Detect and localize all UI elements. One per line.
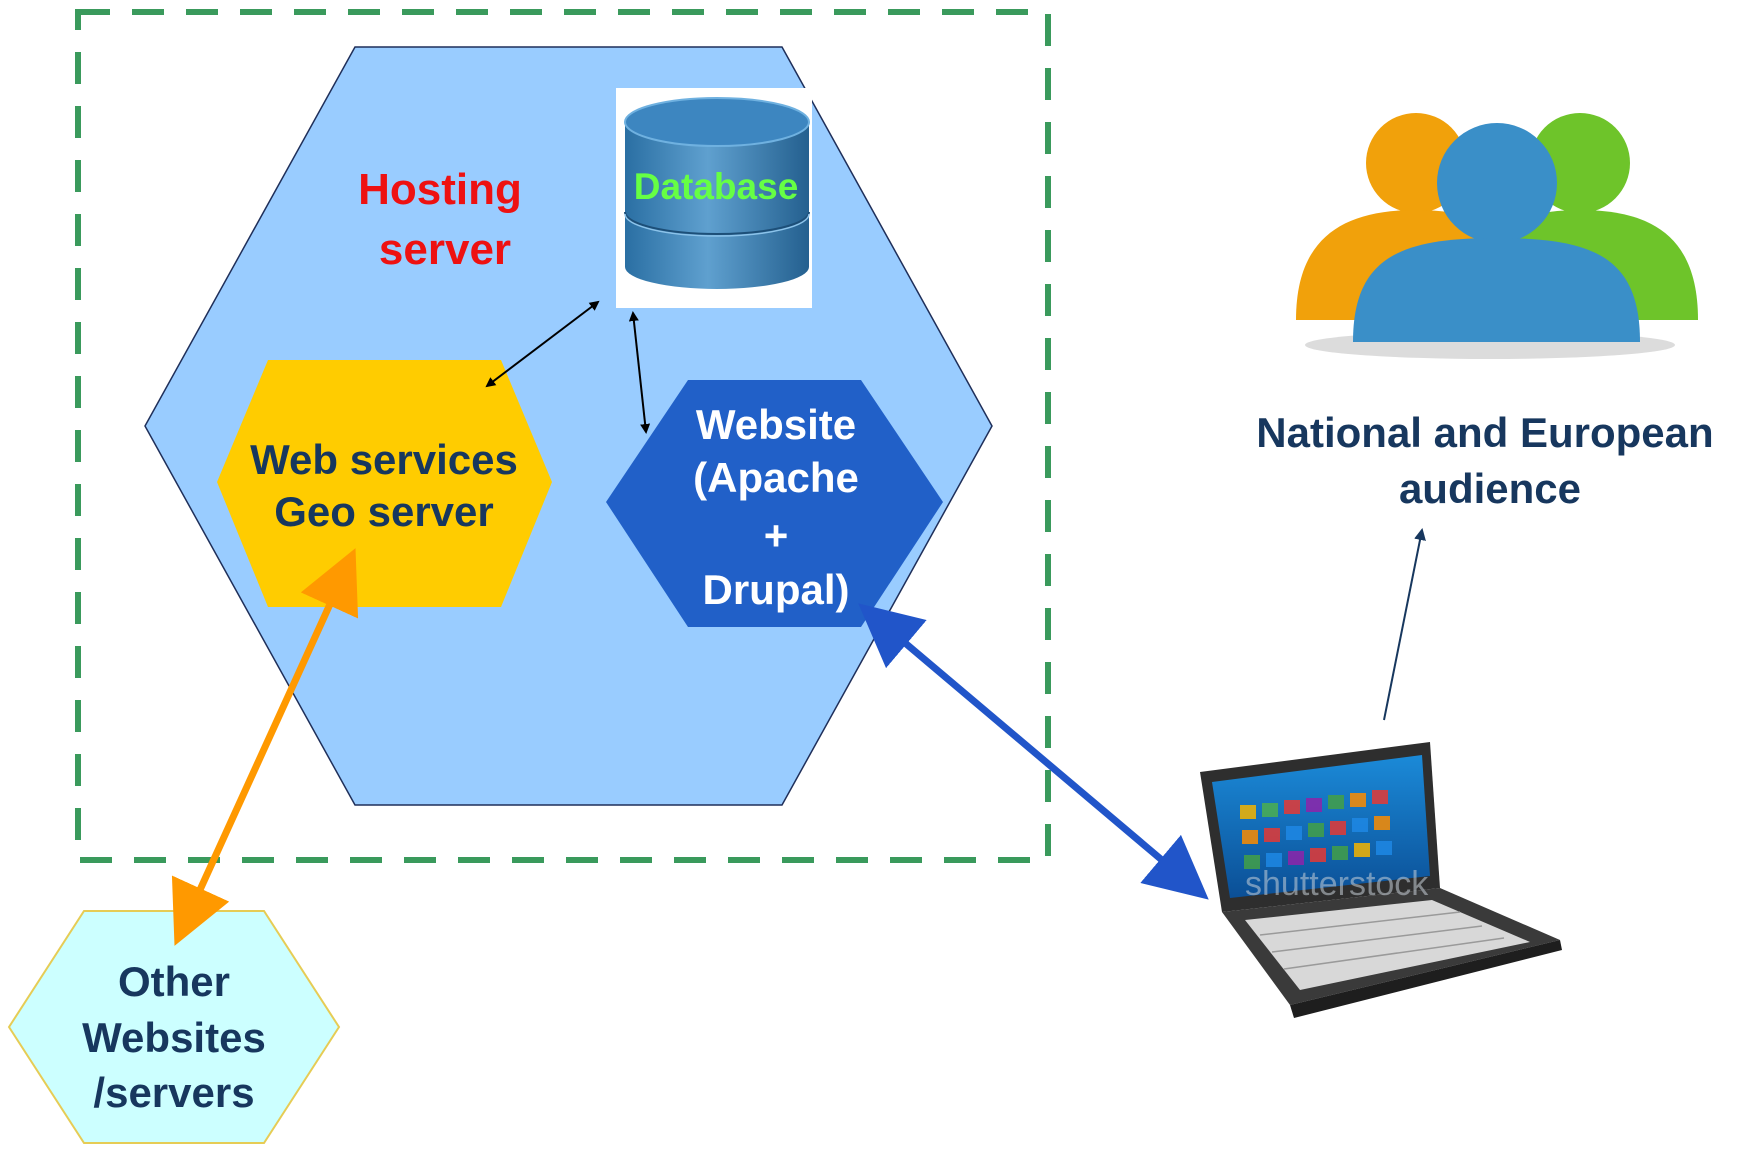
- arrow-database-webservices: [485, 300, 600, 388]
- other-websites-label-line1: Other: [118, 958, 230, 1005]
- other-websites-hexagon: [7, 910, 341, 1144]
- laptop-icon: [1200, 742, 1562, 1018]
- website-label-line1: Website: [696, 401, 856, 448]
- users-group-icon: [1296, 113, 1698, 359]
- audience-label-line1: National and European: [1256, 409, 1713, 456]
- database-icon: [616, 88, 812, 308]
- arrow-database-website: [628, 311, 651, 434]
- database-label: Database: [634, 166, 799, 207]
- arrow-website-laptop: [858, 603, 1209, 900]
- other-websites-label-line2: Websites: [82, 1014, 266, 1061]
- web-services-label-line1: Web services: [250, 436, 518, 483]
- hosting-boundary: [75, 9, 1051, 863]
- website-label-line3: +: [764, 512, 789, 559]
- arrow-laptop-audience: [1383, 528, 1426, 721]
- website-label-line2: (Apache: [693, 454, 859, 501]
- laptop-watermark: shutterstock: [1245, 865, 1429, 903]
- website-hexagon: [606, 380, 943, 627]
- web-services-hexagon: [217, 360, 552, 607]
- hosting-server-label-line1: Hosting: [358, 165, 522, 214]
- hosting-server-label-line2: server: [379, 225, 511, 274]
- audience-label-line2: audience: [1399, 465, 1581, 512]
- arrow-webservices-other: [171, 548, 359, 946]
- web-services-label-line2: Geo server: [274, 488, 493, 535]
- other-websites-label-line3: /servers: [93, 1069, 254, 1116]
- website-label-line4: Drupal): [703, 566, 850, 613]
